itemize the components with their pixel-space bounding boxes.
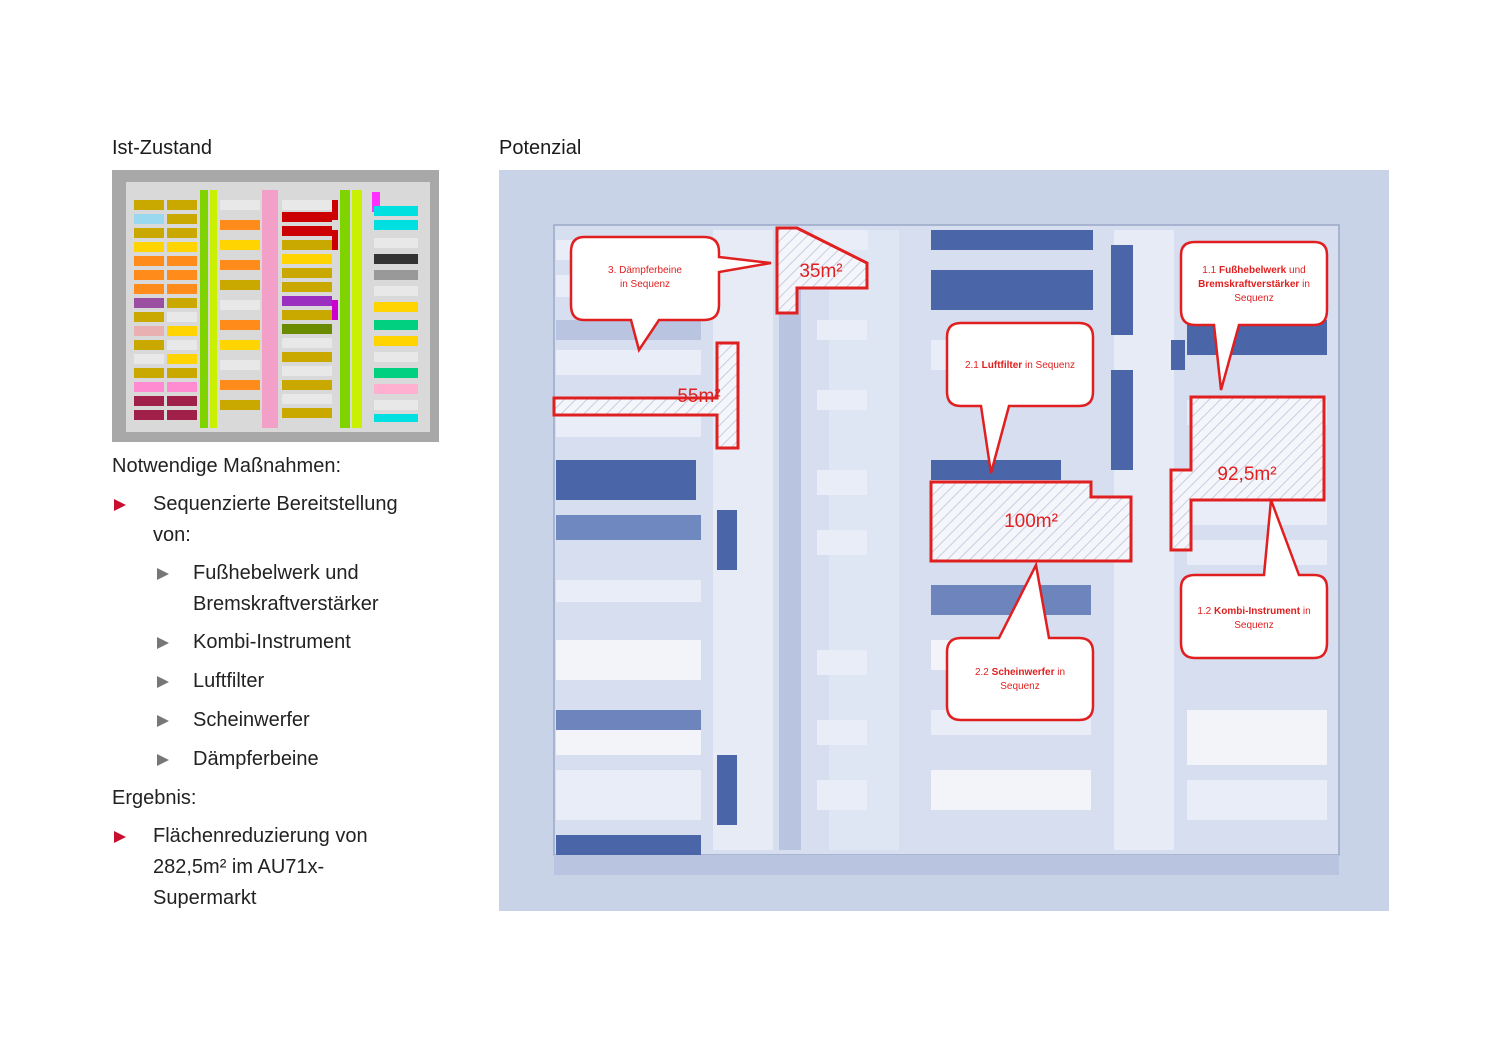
item-kombi-instrument: Kombi-Instrument xyxy=(193,631,351,653)
callout-fusshebelwerk xyxy=(1179,240,1329,391)
area-35-label: 35m² xyxy=(799,261,842,282)
callout-kombi-line2: Sequenz xyxy=(1234,620,1273,631)
ist-zustand-floor-plan xyxy=(112,170,439,442)
potenzial-floor-plan: 35m² 55m² 100m² 92,5m² 3. Dämpferbeine i… xyxy=(499,170,1389,911)
item-daempferbeine: Dämpferbeine xyxy=(193,748,319,770)
massnahmen-heading: Notwendige Maßnahmen: xyxy=(112,455,342,477)
sub-bullet-arrow-icon xyxy=(157,676,169,688)
callout-kombi-instrument xyxy=(1179,499,1329,660)
ist-zustand-title: Ist-Zustand xyxy=(112,137,213,159)
sub-bullet-arrow-icon xyxy=(157,715,169,727)
callout-scheinwerfer xyxy=(945,561,1095,722)
potenzial-title: Potenzial xyxy=(499,137,582,159)
ergebnis-line2: 282,5m² im AU71x- xyxy=(153,856,325,878)
callout-fusshebelwerk-line2: Bremskraftverstärker in xyxy=(1198,279,1310,290)
area-92-label: 92,5m² xyxy=(1217,464,1276,485)
area-35-outline xyxy=(775,226,869,315)
callout-fusshebelwerk-line1: 1.1 Fußhebelwerk und xyxy=(1202,265,1305,276)
item-scheinwerfer: Scheinwerfer xyxy=(193,709,310,731)
callout-daempferbeine-line2: in Sequenz xyxy=(620,279,670,290)
sub-bullet-arrow-icon xyxy=(157,637,169,649)
massnahmen-bullet-line1: Sequenzierte Bereitstellung xyxy=(153,493,398,515)
massnahmen-bullet-line2: von: xyxy=(153,524,191,546)
item-fusshebelwerk-line1: Fußhebelwerk und xyxy=(193,562,359,584)
item-fusshebelwerk-line2: Bremskraftverstärker xyxy=(193,593,379,615)
callout-luftfilter xyxy=(945,321,1095,474)
callout-fusshebelwerk-line3: Sequenz xyxy=(1234,293,1273,304)
callout-luftfilter-text: 2.1 Luftfilter in Sequenz xyxy=(965,360,1075,371)
sub-bullet-arrow-icon xyxy=(157,568,169,580)
area-100-outline xyxy=(929,480,1133,563)
bullet-arrow-icon xyxy=(114,831,126,843)
ergebnis-line1: Flächenreduzierung von xyxy=(153,825,368,847)
callout-daempferbeine xyxy=(569,235,772,353)
ergebnis-heading: Ergebnis: xyxy=(112,787,197,809)
callout-scheinwerfer-line1: 2.2 Scheinwerfer in xyxy=(975,667,1065,678)
bullet-arrow-icon xyxy=(114,499,126,511)
callout-scheinwerfer-line2: Sequenz xyxy=(1000,681,1039,692)
callout-kombi-line1: 1.2 Kombi-Instrument in xyxy=(1197,606,1310,617)
area-55-label: 55m² xyxy=(677,386,720,407)
area-92-outline xyxy=(1169,395,1326,552)
area-100-label: 100m² xyxy=(1004,511,1058,532)
area-55-outline xyxy=(552,341,740,450)
callout-daempferbeine-line1: 3. Dämpferbeine xyxy=(608,265,682,276)
sub-bullet-arrow-icon xyxy=(157,754,169,766)
item-luftfilter: Luftfilter xyxy=(193,670,265,692)
ergebnis-line3: Supermarkt xyxy=(153,887,257,909)
